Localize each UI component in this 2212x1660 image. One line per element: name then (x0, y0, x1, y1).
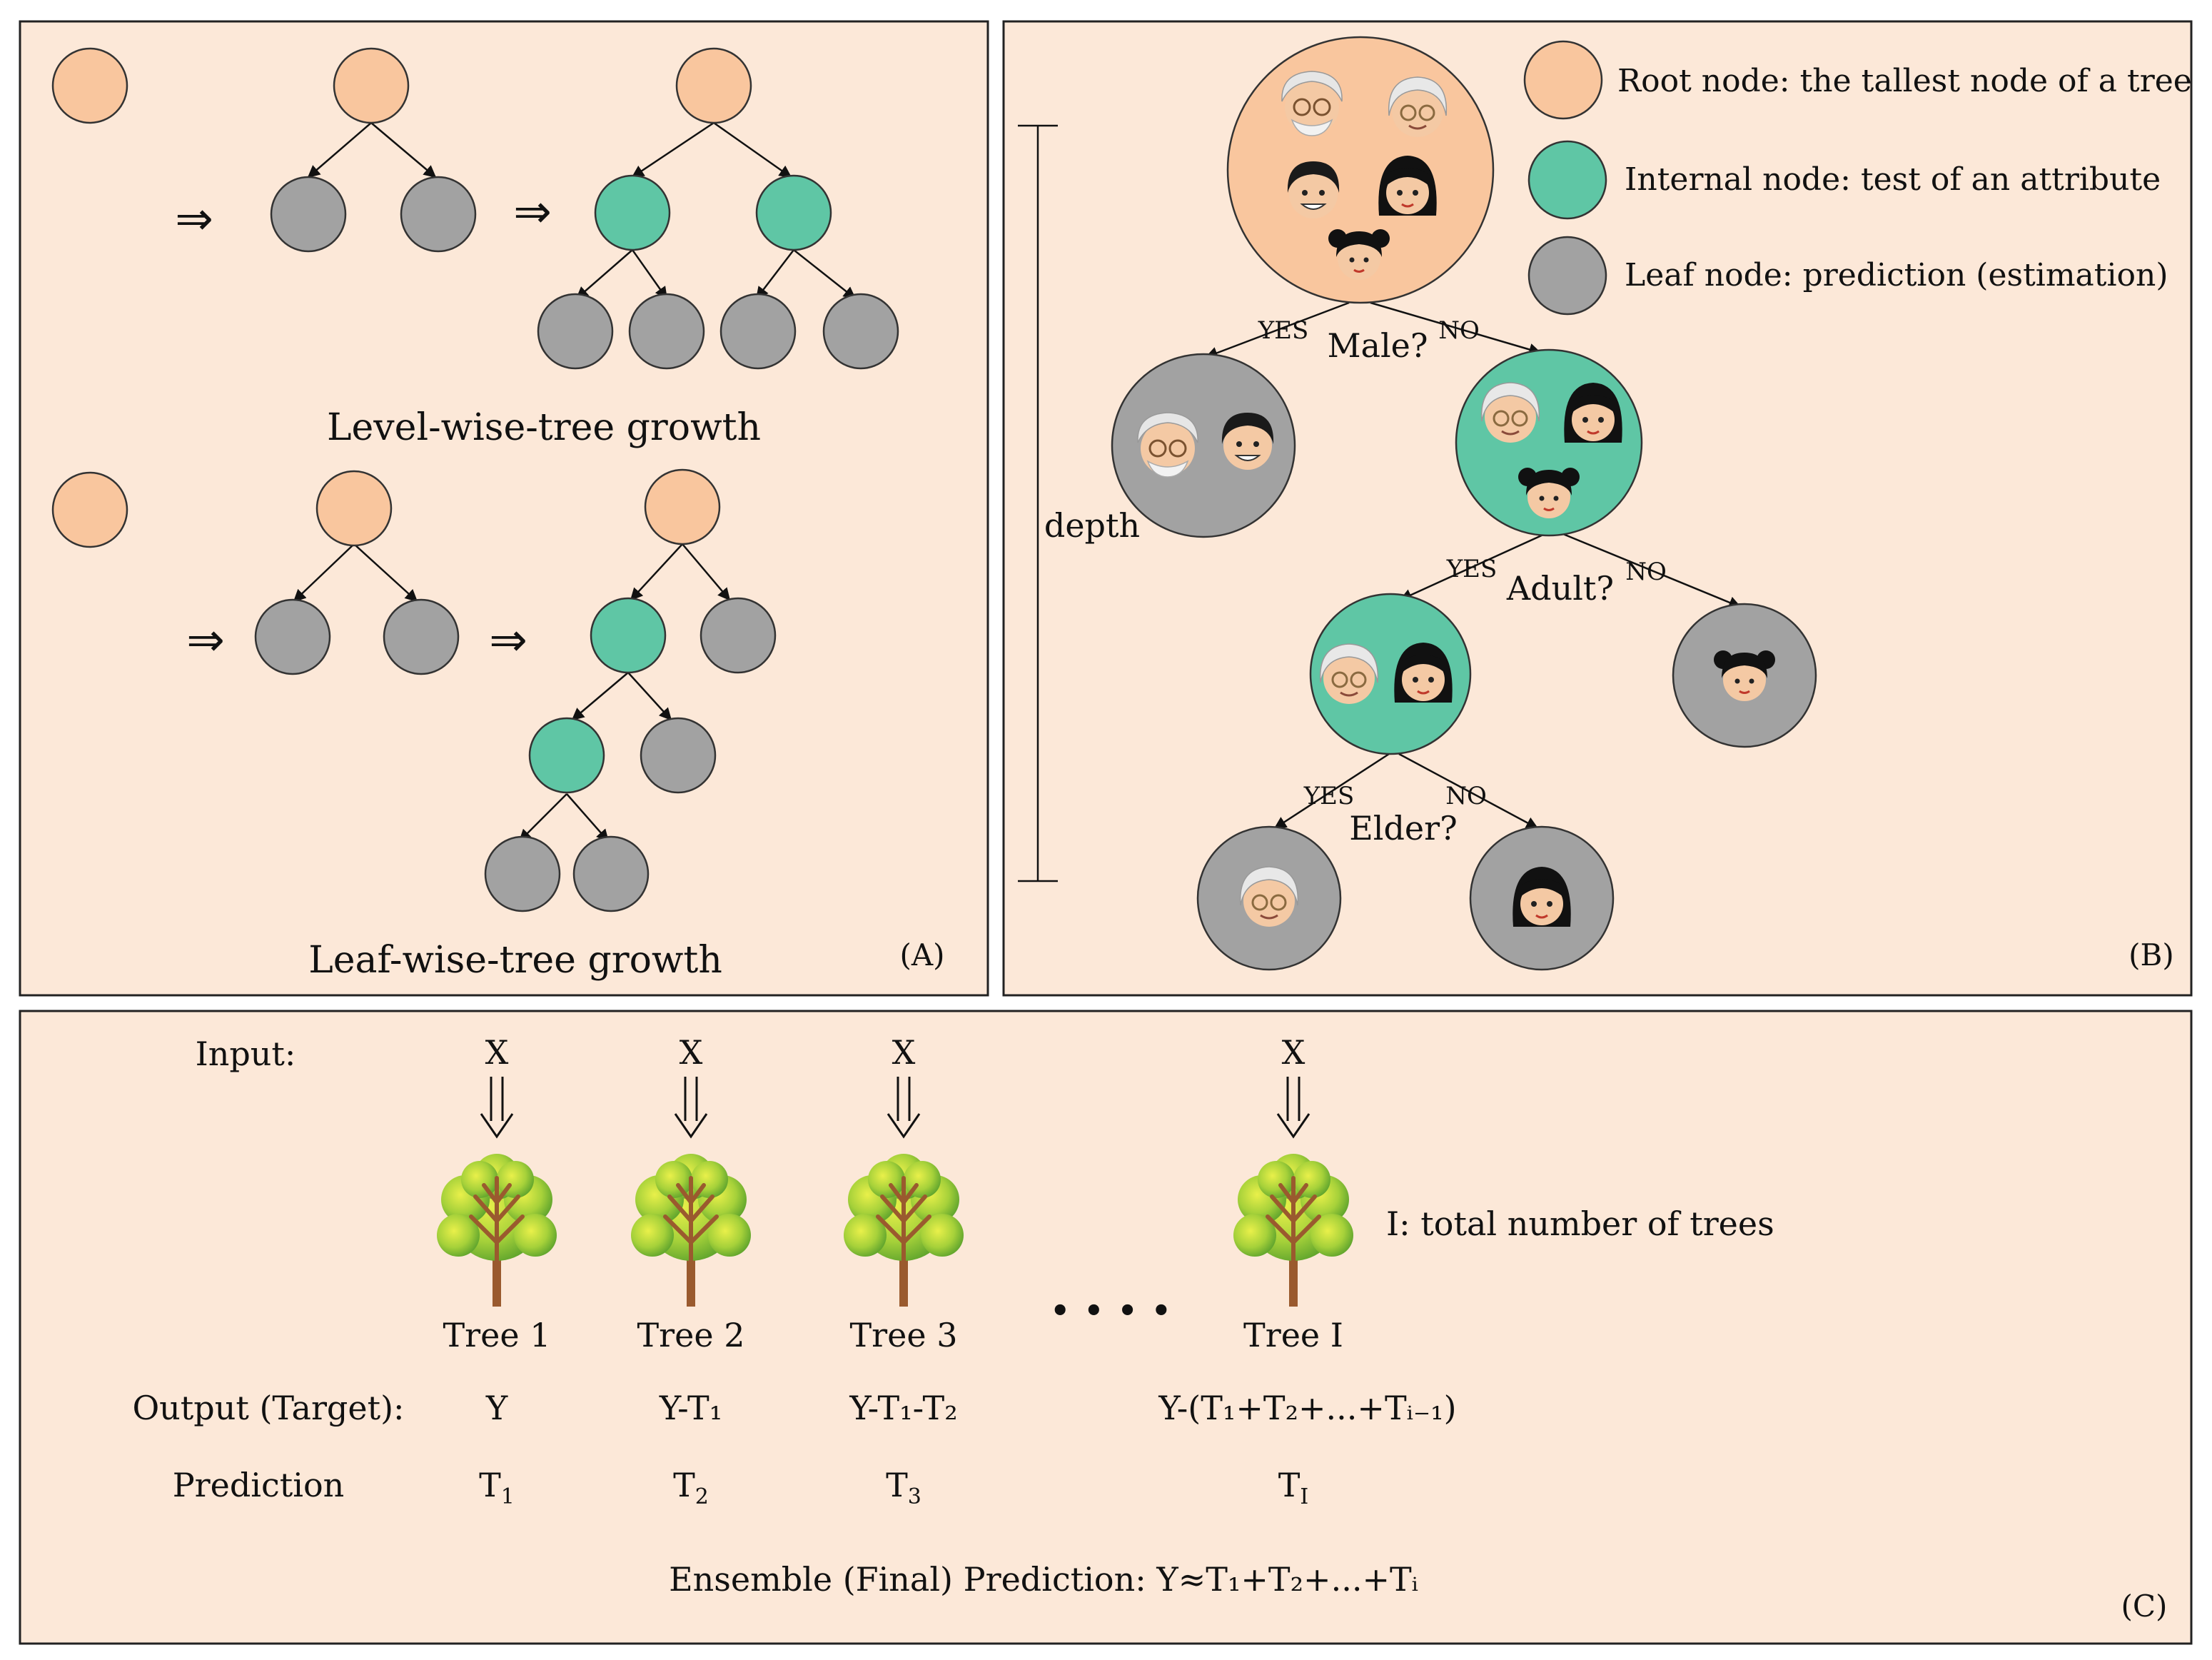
no-label: NO (1445, 782, 1487, 810)
panel-a-label: (A) (899, 937, 944, 972)
input-arrow-icon (1276, 1077, 1310, 1139)
panel-c-label: (C) (2121, 1589, 2168, 1624)
leaf-node (628, 293, 705, 370)
leaf-node (400, 176, 477, 253)
ellipsis-dots: • • • • (1049, 1290, 1172, 1333)
leaf-node (484, 835, 561, 912)
tree-name: Tree 3 (849, 1316, 957, 1354)
tree-target: Y-(T₁+T₂+...+Tᵢ₋₁) (1158, 1389, 1456, 1427)
legend-leaf-text: Leaf node: prediction (estimation) (1625, 257, 2168, 293)
growth-arrow: ⇒ (513, 186, 552, 238)
tree-target: Y (485, 1389, 508, 1427)
legend-root-text: Root node: the tallest node of a tree (1617, 63, 2192, 99)
internal-node (528, 717, 605, 794)
growth-arrow: ⇒ (186, 614, 225, 667)
leaf-node (719, 293, 797, 370)
leaf-node (270, 176, 347, 253)
output-label: Output (Target): (132, 1389, 404, 1427)
yes-label: YES (1258, 316, 1309, 345)
level-wise-caption: Level-wise-tree growth (327, 406, 761, 449)
internal-node-adults (1309, 593, 1472, 755)
depth-label: depth (1044, 506, 1140, 545)
leaf-node (254, 598, 331, 675)
panel-b-label: (B) (2128, 937, 2174, 972)
man-face-icon (1221, 412, 1275, 471)
yes-label: YES (1303, 782, 1355, 810)
input-arrow-icon (887, 1077, 921, 1139)
input-x-symbol: X (1282, 1033, 1306, 1072)
question-male: Male? (1327, 326, 1428, 365)
input-x-symbol: X (485, 1033, 509, 1072)
internal-node (594, 174, 671, 251)
root-node (675, 47, 752, 124)
input-x-symbol: X (892, 1033, 916, 1072)
root-node (51, 47, 128, 124)
legend-root-swatch (1523, 40, 1603, 120)
leaf-node (822, 293, 899, 370)
leaf-node-males (1111, 353, 1296, 538)
root-node (644, 468, 721, 545)
tree-name: Tree I (1243, 1316, 1343, 1354)
leaf-wise-caption: Leaf-wise-tree growth (308, 939, 722, 982)
yes-label: YES (1446, 555, 1498, 583)
panel-b: depth YES Male? NO YES Adult? NO (1002, 20, 2193, 997)
tree-target: Y-T₁-T₂ (849, 1389, 957, 1427)
leaf-node (640, 717, 717, 794)
input-label: Input: (196, 1035, 296, 1073)
root-node (333, 47, 410, 124)
leaf-node (700, 597, 777, 674)
ensemble-prediction: Ensemble (Final) Prediction: Y≈T₁+T₂+...… (669, 1560, 1418, 1599)
legend-internal-swatch (1527, 140, 1607, 220)
input-arrow-icon (480, 1077, 514, 1139)
tree-name: Tree 2 (637, 1316, 744, 1354)
panel-c: Input: Output (Target): Prediction X Tree… (19, 1010, 2193, 1645)
panel-a: ⇒ ⇒ Level-wise-tree growth ⇒ ⇒ (19, 20, 989, 997)
root-node (51, 471, 128, 548)
leaf-node (572, 835, 650, 912)
internal-node (590, 597, 667, 674)
input-arrow-icon (674, 1077, 708, 1139)
growth-arrow: ⇒ (175, 193, 213, 246)
no-label: NO (1438, 316, 1480, 345)
leaf-node (383, 598, 460, 675)
root-node (315, 470, 393, 547)
input-x-symbol: X (680, 1033, 703, 1072)
legend-leaf-swatch (1527, 236, 1607, 316)
tree-name: Tree 1 (443, 1316, 550, 1354)
legend-internal-text: Internal node: test of an attribute (1625, 161, 2161, 198)
growth-arrow: ⇒ (489, 614, 527, 667)
leaf-node (537, 293, 614, 370)
tree-target: Y-T₁ (659, 1389, 722, 1427)
question-elder: Elder? (1349, 809, 1458, 847)
prediction-label: Prediction (173, 1466, 345, 1504)
question-adult: Adult? (1506, 569, 1614, 608)
total-trees-note: I: total number of trees (1386, 1204, 1774, 1243)
no-label: NO (1625, 558, 1667, 586)
internal-node (755, 174, 832, 251)
man-face-icon (1286, 161, 1340, 219)
